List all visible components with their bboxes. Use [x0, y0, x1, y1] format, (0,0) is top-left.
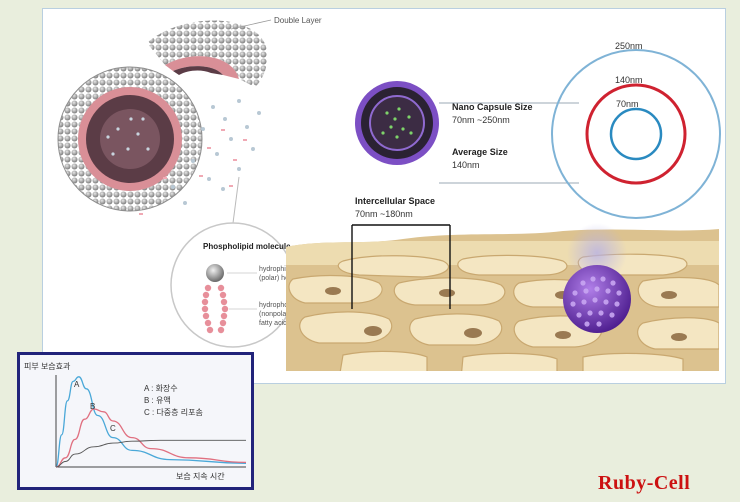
phospholipid-magnifier: Phospholipid molecule hydrophillic (pola… [170, 176, 298, 348]
moisture-chart: 피부 보습효과 보습 지속 시간 A : 화장수 B : 유액 C : 다중층 … [17, 352, 254, 490]
curve-label-a: A [74, 380, 80, 389]
chart-x-label: 보습 지속 시간 [176, 471, 225, 481]
double-layer-label: Double Layer [274, 16, 322, 25]
chart-y-label: 피부 보습효과 [24, 362, 71, 371]
hydrophobic-label-1: hydrophobic [259, 302, 298, 309]
moisture-chart-svg: 피부 보습효과 보습 지속 시간 A : 화장수 B : 유액 C : 다중층 … [24, 362, 247, 481]
chart-series-layer [55, 376, 247, 468]
curve-a-line [55, 376, 247, 468]
liposome-sphere [57, 66, 203, 212]
ring-label-70: 70nm [616, 99, 639, 109]
nano-capsule-diagram: Double Layer Phospholipid molecule hydro… [57, 16, 721, 371]
capsule-size-title: Nano Capsule Size [452, 102, 533, 112]
size-rings [551, 49, 721, 219]
liposome-shell-half [147, 20, 268, 87]
average-size-value: 140nm [452, 160, 480, 170]
curve-b-line [55, 408, 247, 468]
average-size-title: Average Size [452, 147, 508, 157]
curve-c-line [55, 439, 246, 468]
hydrophilic-label-1: hydrophillic [259, 266, 295, 273]
hydrophobic-label-2: (nonpolar) [259, 311, 291, 318]
hydrophilic-label-2: (polar) head [259, 275, 297, 282]
released-particles [139, 99, 261, 215]
legend-item-b: B : 유액 [144, 395, 171, 405]
ring-label-140: 140nm [615, 75, 643, 85]
brand-logo-text: Ruby-Cell [598, 472, 691, 494]
curve-label-c: C [110, 424, 116, 433]
capsule-in-skin [563, 223, 631, 333]
intercellular-range: 70nm ~180nm [355, 209, 413, 219]
phospholipid-molecule [201, 264, 229, 334]
double-layer-leader [230, 19, 272, 30]
intercellular-title: Intercellular Space [355, 196, 435, 206]
legend-item-a: A : 화장수 [144, 383, 178, 393]
intercellular-bracket [351, 224, 451, 309]
diagram-panel: Double Layer Phospholipid molecule hydro… [42, 8, 726, 384]
curve-label-b: B [90, 402, 95, 411]
phospholipid-title: Phospholipid molecule [203, 242, 291, 251]
nano-capsule-cross-section [355, 81, 439, 165]
hydrophobic-label-3: fatty acid tail [259, 320, 298, 327]
capsule-size-range: 70nm ~250nm [452, 115, 510, 125]
legend-item-c: C : 다중층 리포솜 [144, 408, 203, 417]
ring-label-250: 250nm [615, 41, 643, 51]
